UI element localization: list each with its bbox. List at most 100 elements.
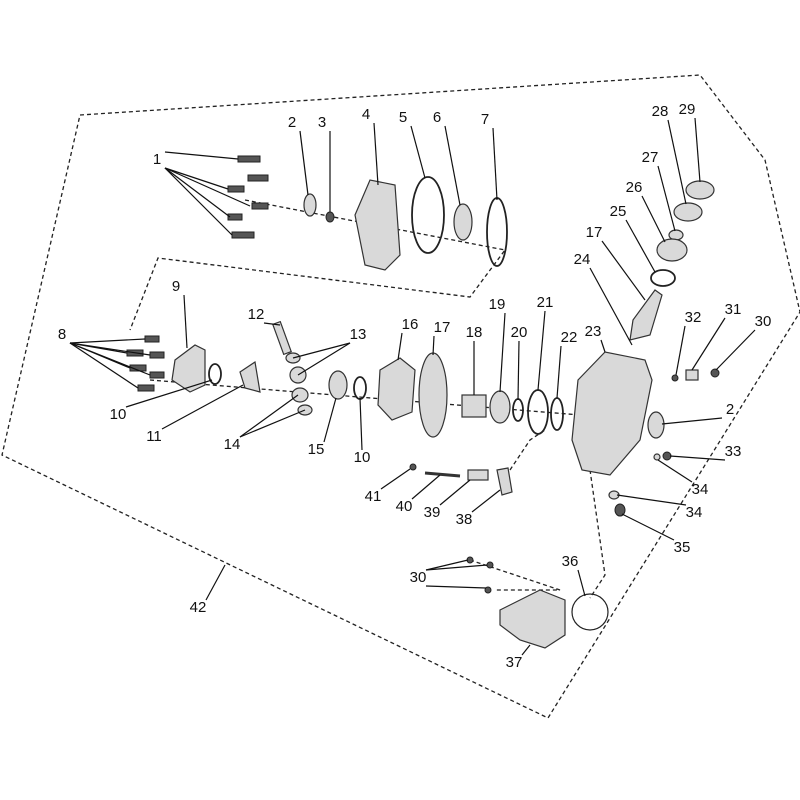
leader-line-7 (492, 127, 498, 201)
callout-label-24: 24 (574, 251, 591, 268)
shim-7 (486, 197, 508, 267)
callout-label-34: 34 (686, 504, 703, 521)
leader-line-29 (694, 117, 701, 183)
callout-label-2: 2 (726, 401, 734, 418)
leader-line-17 (601, 240, 646, 301)
leader-line-32 (675, 325, 686, 376)
ball-41 (409, 463, 417, 471)
washer-34a (653, 453, 661, 461)
callout-label-34: 34 (692, 481, 709, 498)
leader-line-1 (164, 151, 239, 160)
leader-line-1 (164, 167, 233, 236)
leader-line-24 (589, 267, 633, 346)
callout-label-26: 26 (626, 179, 643, 196)
leader-line-14 (239, 394, 299, 438)
callout-label-10: 10 (110, 406, 127, 423)
leader-line-14 (239, 409, 306, 438)
sleeve-18 (461, 394, 487, 418)
cover-9 (171, 344, 206, 393)
callout-label-36: 36 (562, 553, 579, 570)
leader-line-20 (517, 340, 520, 401)
callout-label-1: 1 (153, 151, 161, 168)
pinion-gear-14 (291, 387, 309, 403)
leader-line-1 (164, 167, 231, 218)
leader-line-16 (397, 332, 403, 361)
callout-label-15: 15 (308, 441, 325, 458)
callout-label-4: 4 (362, 106, 370, 123)
leader-line-2 (661, 417, 723, 425)
callout-label-17: 17 (434, 319, 451, 336)
leader-line-6 (444, 125, 461, 206)
callout-label-25: 25 (610, 203, 627, 220)
callout-label-5: 5 (399, 109, 407, 126)
callout-label-10: 10 (354, 449, 371, 466)
plug-32 (671, 374, 679, 382)
leader-line-8 (69, 342, 151, 356)
pinion-gear-24 (629, 289, 663, 341)
bolts-1 (227, 155, 269, 239)
leader-line-31 (691, 317, 726, 371)
leader-line-30 (425, 564, 488, 571)
leader-line-41 (380, 468, 411, 490)
leader-line-30 (425, 585, 487, 589)
leader-line-40 (411, 474, 441, 500)
case-16 (377, 357, 416, 421)
callout-label-12: 12 (248, 306, 265, 323)
callout-label-40: 40 (396, 498, 413, 515)
leader-line-13 (297, 342, 351, 376)
leader-line-8 (69, 342, 139, 389)
leader-line-1 (164, 167, 229, 190)
leader-line-10 (359, 397, 363, 451)
bearing-19 (489, 390, 511, 424)
callout-label-19: 19 (489, 296, 506, 313)
axis-line-cover (589, 469, 606, 599)
assembly-boundary (1, 74, 800, 719)
o-ring-10b (353, 376, 367, 400)
seal-29 (685, 180, 715, 200)
callout-label-13: 13 (350, 326, 367, 343)
leader-line-34 (616, 494, 687, 506)
leader-line-42 (205, 564, 226, 601)
leader-line-37 (521, 644, 531, 656)
callout-label-14: 14 (224, 436, 241, 453)
side-gear-11 (239, 360, 261, 393)
cover-4 (354, 179, 401, 271)
leader-line-15 (323, 397, 337, 443)
o-ring-25 (650, 269, 676, 287)
leader-line-35 (621, 513, 675, 541)
leader-line-9 (183, 294, 188, 349)
leader-line-22 (556, 345, 562, 399)
callout-label-17: 17 (586, 224, 603, 241)
callout-label-6: 6 (433, 109, 441, 126)
leader-line-30 (715, 329, 756, 371)
callout-label-7: 7 (481, 111, 489, 128)
leader-line-19 (499, 312, 506, 393)
leader-line-11 (161, 384, 244, 430)
callout-label-37: 37 (506, 654, 523, 671)
pin-12 (271, 320, 293, 356)
fork-38 (496, 467, 513, 496)
callout-label-3: 3 (318, 114, 326, 131)
leader-line-21 (537, 310, 546, 391)
callout-label-39: 39 (424, 504, 441, 521)
plug-3 (325, 211, 335, 223)
leader-line-39 (439, 479, 471, 506)
leader-line-17 (432, 335, 435, 356)
bearing-26 (656, 238, 688, 262)
callout-label-33: 33 (725, 443, 742, 460)
shim-21 (527, 389, 549, 435)
callout-label-27: 27 (642, 149, 659, 166)
leader-lines (69, 117, 756, 656)
leader-line-4 (373, 122, 379, 186)
o-ring-5 (411, 176, 445, 254)
fitting-31 (685, 369, 699, 381)
callout-label-16: 16 (402, 316, 419, 333)
leader-line-1 (164, 167, 251, 207)
axis-line-top (129, 199, 507, 331)
callout-label-30: 30 (755, 313, 772, 330)
ring-gear-17 (418, 352, 448, 438)
bolt-30-cover-b (486, 561, 494, 569)
bolt-33 (662, 451, 672, 461)
